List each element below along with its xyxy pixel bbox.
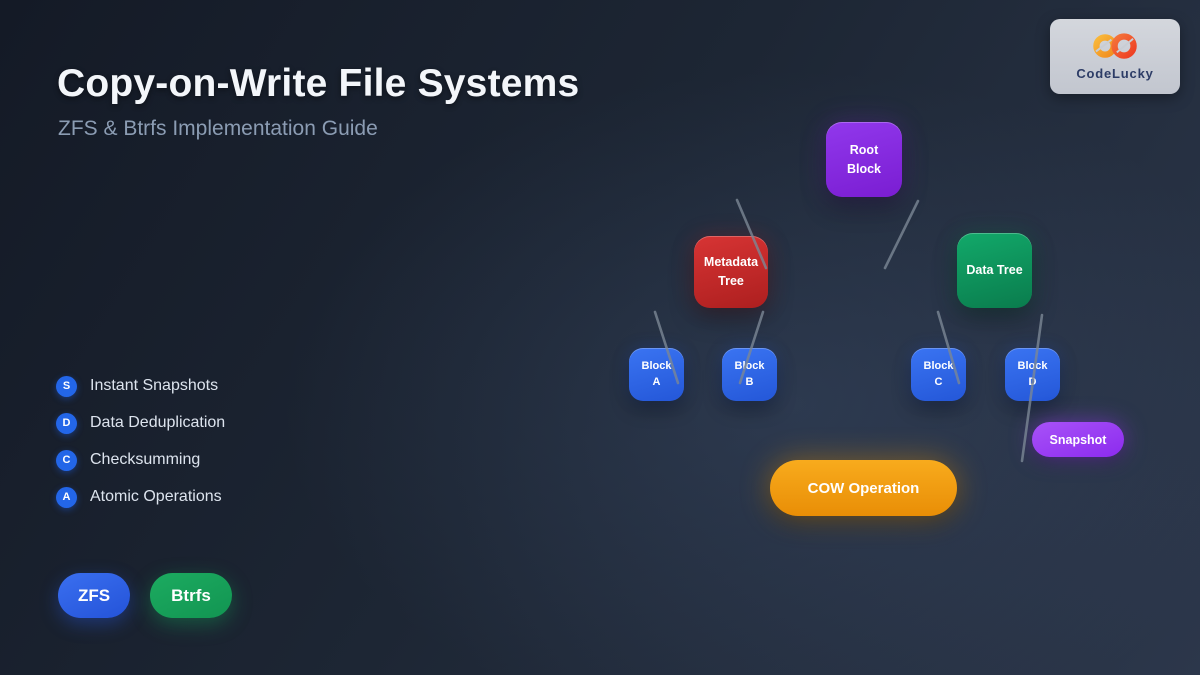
- node-label: Metadata Tree: [703, 255, 759, 288]
- feature-item-data-deduplication: D Data Deduplication: [56, 412, 225, 434]
- filesystem-tags: ZFS Btrfs: [58, 573, 232, 618]
- node-label: Data Tree: [966, 263, 1023, 278]
- cow-operation-pill: COW Operation: [770, 460, 957, 516]
- zfs-button[interactable]: ZFS: [58, 573, 130, 618]
- node-data-tree: Data Tree: [957, 233, 1032, 308]
- node-label: Root Block: [846, 142, 882, 176]
- feature-badge-icon: C: [56, 449, 77, 471]
- node-block-d: Block D: [1005, 348, 1060, 401]
- feature-item-instant-snapshots: S Instant Snapshots: [56, 375, 225, 397]
- node-label: Block D: [1017, 359, 1048, 388]
- btrfs-button[interactable]: Btrfs: [150, 573, 232, 618]
- node-label: Block A: [641, 359, 672, 388]
- pill-label: COW Operation: [807, 479, 920, 497]
- feature-badge-icon: S: [56, 375, 77, 397]
- page-subtitle: ZFS & Btrfs Implementation Guide: [58, 117, 378, 140]
- page-title: Copy-on-Write File Systems: [57, 62, 580, 105]
- node-block-b: Block B: [722, 348, 777, 401]
- feature-list: S Instant Snapshots D Data Deduplication…: [56, 375, 225, 523]
- snapshot-pill: Snapshot: [1032, 422, 1124, 457]
- feature-item-checksumming: C Checksumming: [56, 449, 225, 471]
- node-block-a: Block A: [629, 348, 684, 401]
- feature-label: Atomic Operations: [90, 488, 222, 505]
- pill-label: Snapshot: [1049, 432, 1107, 447]
- feature-label: Instant Snapshots: [90, 377, 219, 394]
- node-label: Block B: [734, 359, 765, 388]
- node-block-c: Block C: [911, 348, 966, 401]
- feature-item-atomic-operations: A Atomic Operations: [56, 486, 225, 508]
- feature-label: Data Deduplication: [90, 414, 226, 431]
- feature-badge-icon: D: [56, 412, 77, 434]
- connector-root-datatree: [883, 199, 920, 270]
- node-label: Block C: [923, 359, 954, 388]
- codelucky-logo: CodeLucky: [1050, 19, 1180, 94]
- infinity-leaf-icon: [1086, 32, 1144, 65]
- feature-label: Checksumming: [90, 451, 201, 468]
- node-metadata-tree: Metadata Tree: [694, 236, 768, 308]
- logo-text: CodeLucky: [1076, 66, 1154, 81]
- node-root-block: Root Block: [826, 122, 902, 197]
- feature-badge-icon: A: [56, 486, 77, 508]
